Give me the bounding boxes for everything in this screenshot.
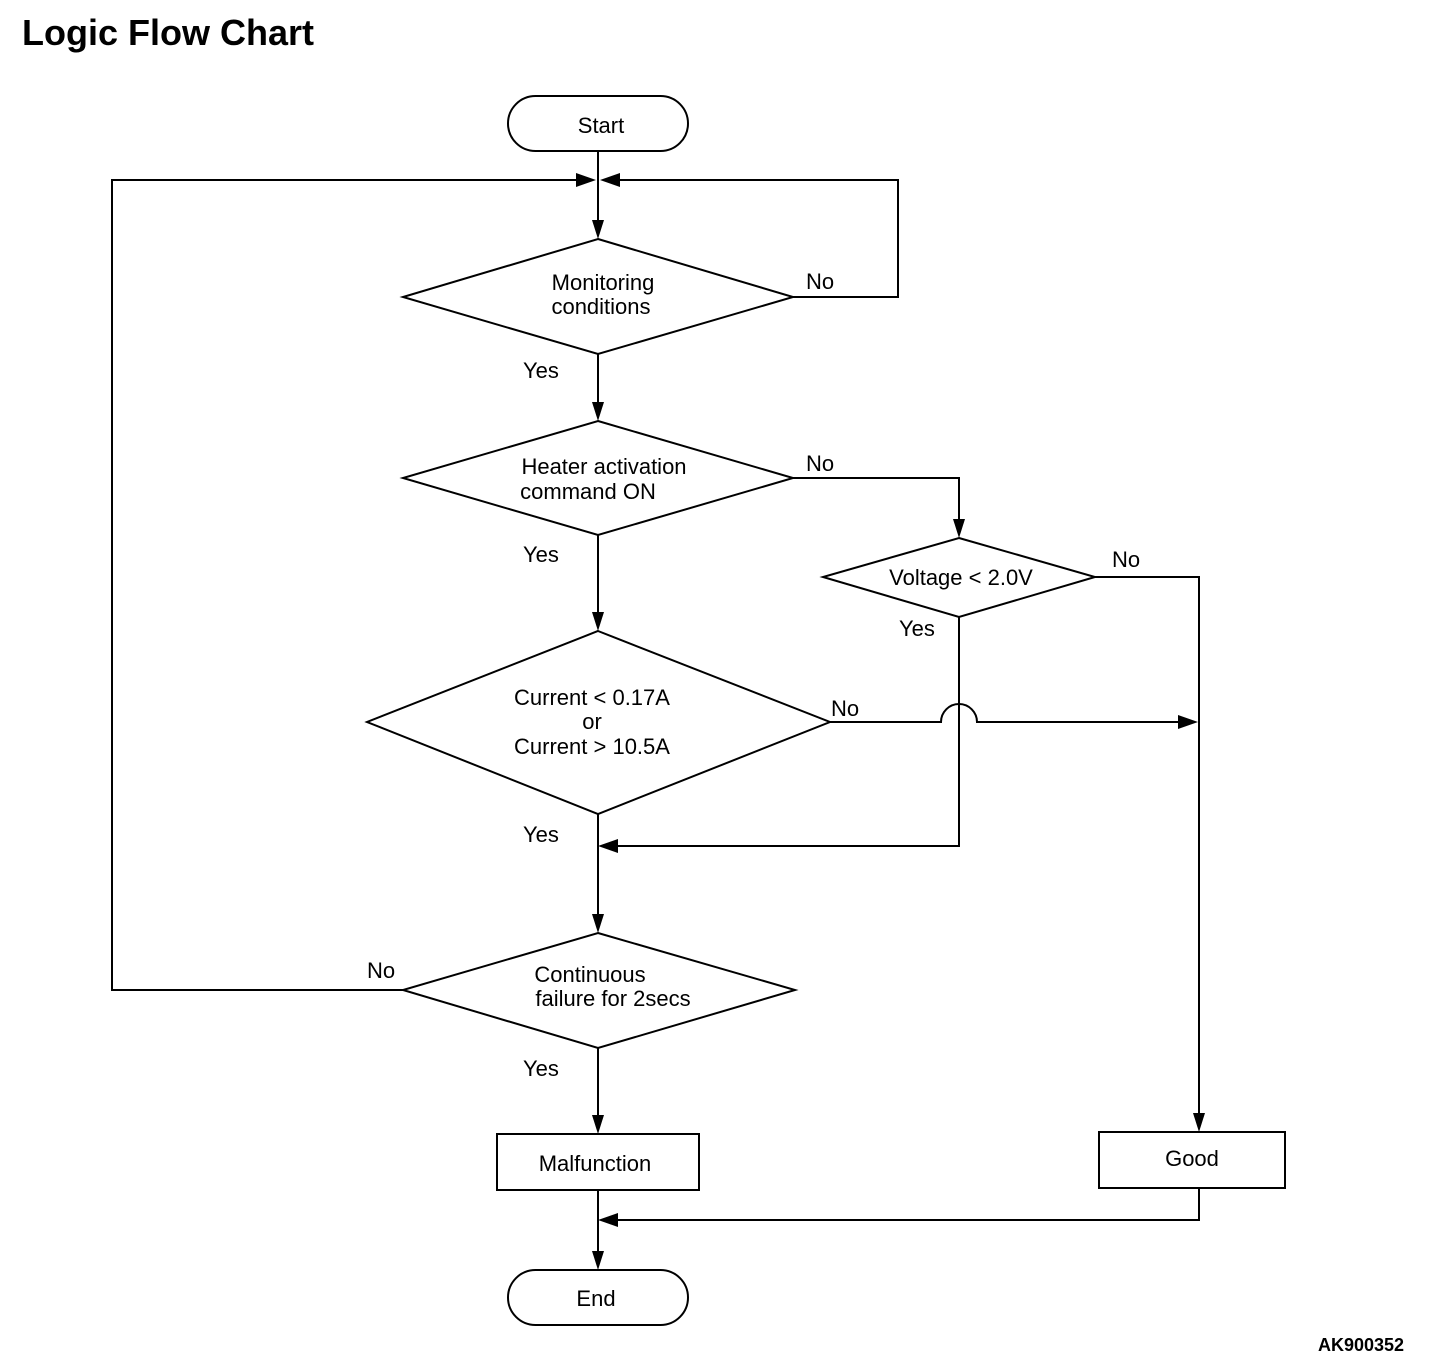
monitoring-label-line-2: conditions <box>551 294 650 319</box>
voltage-label: Voltage < 2.0V <box>889 565 1033 590</box>
connector-start-to-monitoring <box>592 151 604 239</box>
current-yes-label: Yes <box>523 822 559 847</box>
connector-continuous-no-loop <box>111 173 596 991</box>
current-label-line-1: Current < 0.17A <box>514 685 670 710</box>
current-label-line-2: or <box>582 709 602 734</box>
connector-current-no <box>830 703 1198 729</box>
heater-yes-label: Yes <box>523 542 559 567</box>
voltage-no-label: No <box>1112 547 1140 572</box>
connector-malfunction-to-end <box>592 1190 604 1270</box>
voltage-yes-label: Yes <box>899 616 935 641</box>
connector-voltage-yes <box>598 617 960 853</box>
continuous-label-line-2: failure for 2secs <box>535 986 690 1011</box>
connector-current-yes <box>592 814 604 933</box>
heater-label-line-1: Heater activation <box>521 454 686 479</box>
monitoring-conditions-decision: Monitoring conditions <box>399 237 797 356</box>
monitoring-yes-label: Yes <box>523 358 559 383</box>
page-title: Logic Flow Chart <box>22 12 314 53</box>
current-label-line-3: Current > 10.5A <box>514 734 670 759</box>
current-no-label: No <box>831 696 859 721</box>
start-label: Start <box>578 113 624 138</box>
heater-no-label: No <box>806 451 834 476</box>
continuous-label-line-1: Continuous <box>534 962 645 987</box>
end-label: End <box>576 1286 615 1311</box>
figure-code: AK900352 <box>1318 1335 1404 1355</box>
continuous-no-label: No <box>367 958 395 983</box>
heater-activation-decision: Heater activation command ON <box>399 419 797 537</box>
good-label: Good <box>1165 1146 1219 1171</box>
start-terminal: Start <box>507 95 689 152</box>
malfunction-box: Malfunction <box>496 1133 700 1191</box>
connector-continuous-yes <box>592 1048 604 1134</box>
heater-label-line-2: command ON <box>520 479 656 504</box>
connector-heater-no <box>793 477 965 538</box>
connector-monitoring-no-loop <box>600 173 899 298</box>
connector-good-to-end <box>598 1188 1200 1227</box>
voltage-decision: Voltage < 2.0V <box>819 536 1099 619</box>
current-decision: Current < 0.17A or Current > 10.5A <box>364 629 833 816</box>
connector-voltage-no <box>1095 576 1205 1132</box>
monitoring-no-label: No <box>806 269 834 294</box>
connector-monitoring-yes <box>592 354 604 421</box>
malfunction-label: Malfunction <box>539 1151 652 1176</box>
good-box: Good <box>1098 1131 1286 1189</box>
continuous-failure-decision: Continuous failure for 2secs <box>399 931 799 1050</box>
monitoring-label-line-1: Monitoring <box>552 270 655 295</box>
continuous-yes-label: Yes <box>523 1056 559 1081</box>
connector-heater-yes <box>592 535 604 631</box>
end-terminal: End <box>507 1269 689 1326</box>
